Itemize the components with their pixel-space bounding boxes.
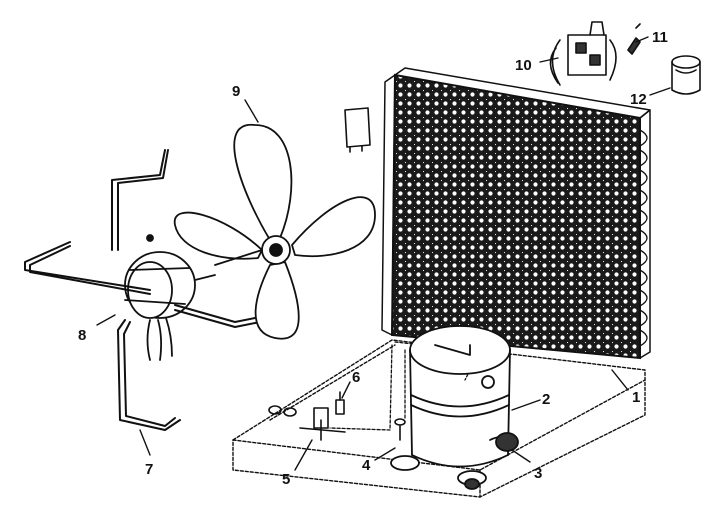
mounting-bolt: [394, 418, 406, 441]
fan-motor: [124, 234, 216, 361]
run-capacitor: [344, 107, 371, 153]
callout-9: 9: [232, 83, 240, 100]
callout-2: 2: [542, 391, 550, 408]
capacitor: [671, 55, 701, 95]
callout-6: 6: [352, 369, 360, 386]
service-valve: [268, 405, 346, 441]
fan-blade: [174, 124, 376, 340]
contactor-relay: [549, 21, 617, 86]
callout-8: 8: [78, 327, 86, 344]
callout-7: 7: [145, 461, 153, 478]
condenser-coil: [381, 67, 651, 360]
callout-5: 5: [282, 471, 290, 488]
callout-4: 4: [362, 457, 371, 474]
clip: [627, 23, 641, 55]
callout-3: 3: [534, 465, 542, 482]
callout-10: 10: [515, 57, 532, 74]
valve-core: [335, 391, 345, 415]
callout-11: 11: [652, 29, 668, 46]
callout-12: 12: [630, 91, 647, 108]
leader-lines: [96, 36, 671, 471]
compressor: [390, 325, 519, 490]
callout-1: 1: [632, 389, 640, 406]
